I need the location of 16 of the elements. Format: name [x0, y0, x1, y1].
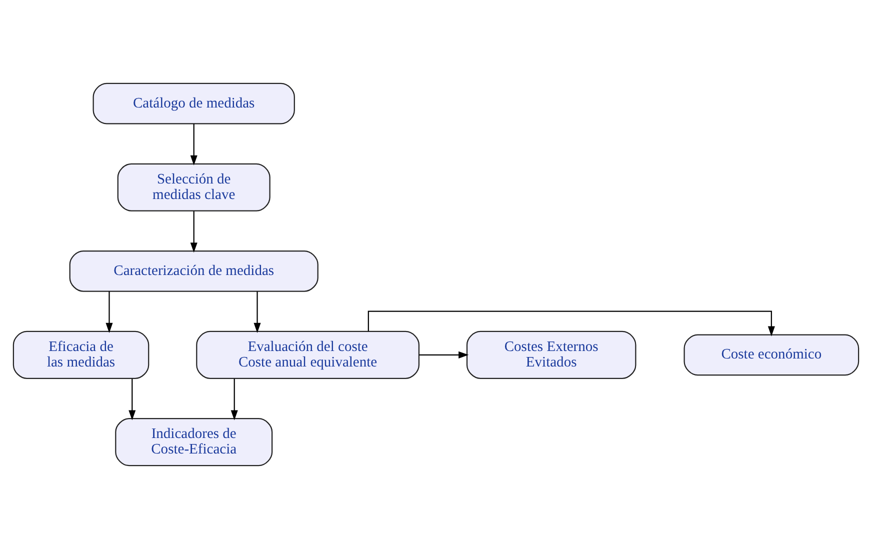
arrow	[190, 211, 198, 253]
node-box: Costes Externos Evitados	[466, 330, 636, 379]
arrow	[230, 378, 238, 420]
arrow	[190, 124, 198, 166]
node-box: Coste económico	[684, 334, 860, 376]
node-box: Evaluación del coste Coste anual equivalente	[196, 330, 420, 379]
node-box: Caracterización de medidas	[69, 250, 318, 292]
arrow	[419, 351, 469, 358]
arrow	[254, 291, 261, 333]
node-box: Catálogo de medidas	[92, 82, 295, 124]
arrow	[128, 378, 136, 420]
node-box: Selección de medidas clave	[117, 163, 270, 212]
node-box: Eficacia de las medidas	[12, 330, 150, 379]
arrow	[106, 291, 113, 333]
arrow	[368, 310, 775, 336]
node-box: Indicadores de Coste-Eficacia	[115, 418, 273, 466]
